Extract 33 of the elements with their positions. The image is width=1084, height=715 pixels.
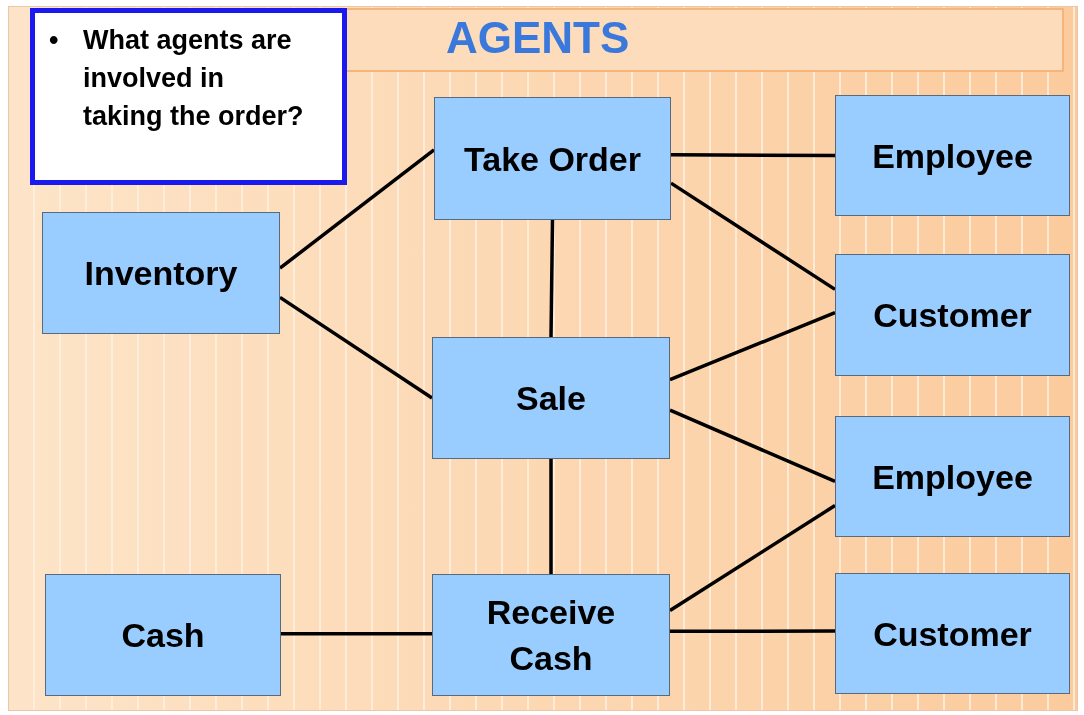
entity-box bbox=[434, 97, 671, 220]
entity-box bbox=[835, 416, 1070, 537]
connector-line bbox=[279, 295, 433, 400]
connector-line bbox=[669, 310, 836, 382]
entity-label: Inventory bbox=[84, 253, 238, 294]
connector-line bbox=[669, 408, 836, 483]
entity-label: Receive Cash bbox=[485, 592, 617, 679]
connector-line bbox=[670, 181, 836, 291]
entity-box bbox=[45, 574, 281, 696]
connector-line bbox=[549, 219, 555, 338]
connector-line bbox=[278, 148, 436, 270]
entity-box bbox=[432, 574, 670, 696]
title: AGENTS bbox=[446, 12, 630, 64]
entity-box bbox=[835, 95, 1070, 216]
connector-line bbox=[281, 632, 432, 636]
connector-line bbox=[671, 153, 835, 158]
entity-box bbox=[42, 212, 280, 334]
entity-label: Employee bbox=[872, 456, 1033, 498]
connector-line bbox=[670, 629, 835, 634]
question-box bbox=[30, 8, 347, 185]
entity-label: Sale bbox=[516, 378, 586, 419]
entity-label: Cash bbox=[121, 615, 205, 656]
connector-line bbox=[549, 459, 553, 574]
question-text: What agents are involved in taking the order? bbox=[83, 24, 305, 133]
entity-box bbox=[835, 254, 1070, 376]
entity-label: Take Order bbox=[464, 138, 641, 180]
entity-box bbox=[835, 573, 1070, 694]
bullet: • bbox=[49, 24, 60, 57]
entity-label: Customer bbox=[873, 613, 1032, 655]
entity-box bbox=[432, 337, 670, 459]
entity-label: Customer bbox=[873, 295, 1032, 336]
entity-label: Employee bbox=[872, 135, 1033, 177]
connector-line bbox=[669, 504, 836, 613]
